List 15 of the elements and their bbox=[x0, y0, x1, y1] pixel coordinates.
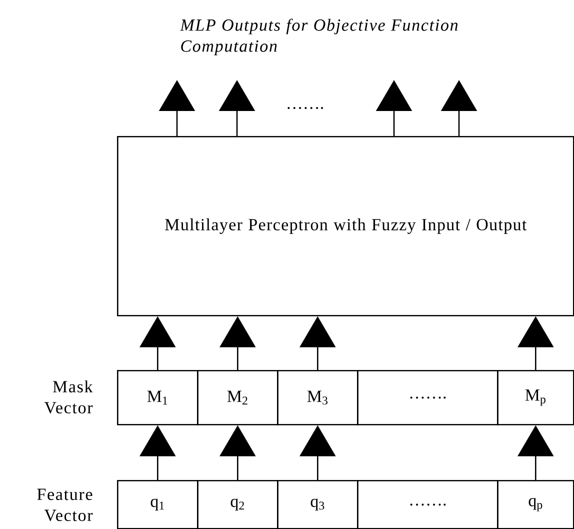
row-label: Mask Vector bbox=[44, 380, 93, 414]
network-box: Multilayer Perceptron with Fuzzy Input / Output bbox=[117, 136, 574, 316]
vector-cell: q$_{p}$ bbox=[497, 480, 574, 529]
vector-cell: ……. bbox=[357, 370, 498, 426]
ellipsis: ……. bbox=[288, 106, 323, 109]
vector-cell: q$_{3}$ bbox=[277, 480, 358, 529]
vector-cell: M$_{2}$ bbox=[197, 370, 278, 426]
vector-cell: M$_{3}$ bbox=[277, 370, 358, 426]
vector-cell: M$_{p}$ bbox=[497, 370, 574, 426]
vector-cell: q$_{1}$ bbox=[117, 480, 198, 529]
vector-cell: M$_{1}$ bbox=[117, 370, 198, 426]
vector-cell: q$_{2}$ bbox=[197, 480, 278, 529]
row-label: Feature Vector bbox=[37, 488, 93, 522]
caption-text: MLP Outputs for Objective Function Computation bbox=[180, 18, 458, 56]
vector-cell: ……. bbox=[357, 480, 498, 529]
